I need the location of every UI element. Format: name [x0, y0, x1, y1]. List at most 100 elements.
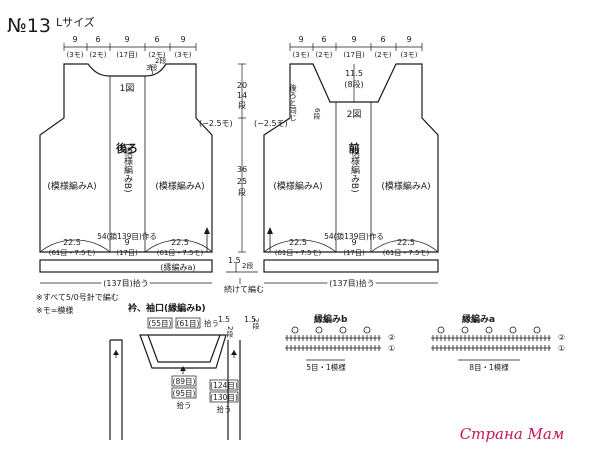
stitch-mark: [503, 335, 507, 341]
back-dim-sub-4: (2モ): [149, 51, 166, 59]
front-dim-5: 9: [406, 35, 411, 44]
stitch-mark: [471, 345, 475, 351]
back-edging-label: (縁編みa): [160, 262, 195, 272]
stitch-mark: [547, 335, 551, 341]
front-dim-2: 6: [321, 35, 326, 44]
edging-b-chart: [285, 326, 381, 351]
stitch-mark: [337, 335, 341, 341]
stitch-mark: [329, 345, 333, 351]
collar-title: 衿、袖口(縁編みb): [128, 302, 206, 314]
stitch-mark: [337, 345, 341, 351]
front-bottom-right-st: (61目・7.5モ): [383, 249, 430, 257]
back-dim-5: 9: [180, 35, 185, 44]
stitch-mark: [297, 335, 301, 341]
back-side-arrowhead: [204, 227, 210, 234]
back-left-pattern: (模様編みA): [47, 180, 96, 192]
front-dim-sub-1: (3モ): [293, 51, 310, 59]
stitch-mark: [451, 345, 455, 351]
stitch-mark: [443, 345, 447, 351]
collar-count-61: (61目): [177, 319, 200, 328]
edging-b-repeat: 5目・1模様: [306, 362, 346, 372]
edging-a-repeat: 8目・1模様: [469, 362, 509, 372]
edging-b-row-1: ①: [388, 344, 395, 353]
stitch-mark: [527, 335, 531, 341]
stitch-mark: [333, 345, 337, 351]
middle-lower-unit: 段: [238, 187, 246, 197]
stitch-mark: [353, 335, 357, 341]
stitch-mark: [349, 345, 353, 351]
middle-dimensions: 20 14 段 36 25 段 1.5 2段 続けて編む: [224, 63, 264, 294]
back-cast-on: 54(鎖139目)作る: [97, 231, 157, 241]
stitch-mark: [443, 335, 447, 341]
back-bottom-right-st: (61目・7.5モ): [157, 249, 204, 257]
front-right-pattern: (模様編みA): [381, 180, 430, 192]
front-dim-1: 9: [298, 35, 303, 44]
front-dim-sub-3: (17目): [343, 51, 365, 59]
back-top-dimensions: 9 6 9 6 9 (3モ) (2モ) (17目) (2モ) (3モ): [63, 35, 197, 59]
stitch-mark: [539, 335, 543, 341]
stitch-mark: [301, 345, 305, 351]
back-name: 後ろ: [116, 141, 138, 155]
stitch-mark: [507, 335, 511, 341]
note-needle: ※すべて5/0号針で編む: [36, 292, 119, 302]
front-fig-label: 2図: [347, 109, 362, 120]
stitch-mark: [345, 345, 349, 351]
stitch-mark: [321, 345, 325, 351]
picot-mark: [339, 326, 347, 334]
stitch-mark: [317, 335, 321, 341]
front-same-as-back: 後ろと同じ: [288, 83, 297, 122]
stitch-mark: [313, 345, 317, 351]
back-dim-2: 6: [95, 35, 100, 44]
back-armhole: (−2.5モ): [199, 119, 233, 128]
back-neck-rows-1: 2段: [155, 56, 166, 65]
front-bottom-center-cm: 9: [351, 238, 356, 247]
front-bottom-left-cm: 22.5: [289, 238, 307, 247]
middle-edge-cm: 1.5: [228, 256, 241, 265]
edging-b-title: 縁編みb: [314, 313, 348, 325]
edging-a-row-2: ②: [558, 333, 565, 342]
stitch-mark: [313, 335, 317, 341]
watermark: Страна Мам: [460, 425, 565, 443]
picot-mark: [291, 326, 299, 334]
front-bottom-arcs: [263, 239, 439, 253]
front-cast-on: 54(鎖139目)作る: [324, 231, 384, 241]
stitch-mark: [309, 345, 313, 351]
stitch-mark: [535, 335, 539, 341]
collar-rows-top: 2段: [226, 326, 234, 339]
stitch-mark: [463, 345, 467, 351]
back-bottom-left-st: (61目・7.5モ): [49, 249, 96, 257]
stitch-mark: [459, 335, 463, 341]
collar-count-55-box: [147, 317, 173, 329]
back-dim-3: 9: [124, 35, 129, 44]
stitch-mark: [333, 335, 337, 341]
collar-count-89-box: [171, 375, 197, 387]
stitch-mark: [491, 345, 495, 351]
stitch-mark: [373, 335, 377, 341]
stitch-mark: [365, 335, 369, 341]
front-dim-sub-2: (2モ): [316, 51, 333, 59]
collar-count-95-box: [171, 387, 197, 399]
stitch-mark: [455, 345, 459, 351]
stitch-mark: [451, 335, 455, 341]
stitch-mark: [519, 345, 523, 351]
middle-continue: 続けて編む: [224, 284, 264, 294]
collar-pickup-arm: 拾う: [217, 404, 232, 414]
stitch-mark: [479, 335, 483, 341]
front-name: 前: [349, 141, 360, 155]
front-bottom-center-st: (17目): [343, 249, 365, 257]
stitch-mark: [511, 345, 515, 351]
stitch-mark: [365, 345, 369, 351]
stitch-mark: [547, 345, 551, 351]
stitch-mark: [357, 345, 361, 351]
stitch-mark: [495, 345, 499, 351]
collar-rows-top-cm: 1.5: [218, 315, 230, 324]
back-dim-4: 6: [154, 35, 159, 44]
stitch-mark: [431, 335, 435, 341]
picot-mark: [363, 326, 371, 334]
back-bottom-center-cm: 9: [124, 238, 129, 247]
stitch-mark: [459, 345, 463, 351]
collar-rows-right-cm: 1.5: [244, 315, 256, 324]
stitch-mark: [377, 335, 381, 341]
back-dim-sub-1: (3モ): [67, 51, 84, 59]
stitch-mark: [301, 335, 305, 341]
